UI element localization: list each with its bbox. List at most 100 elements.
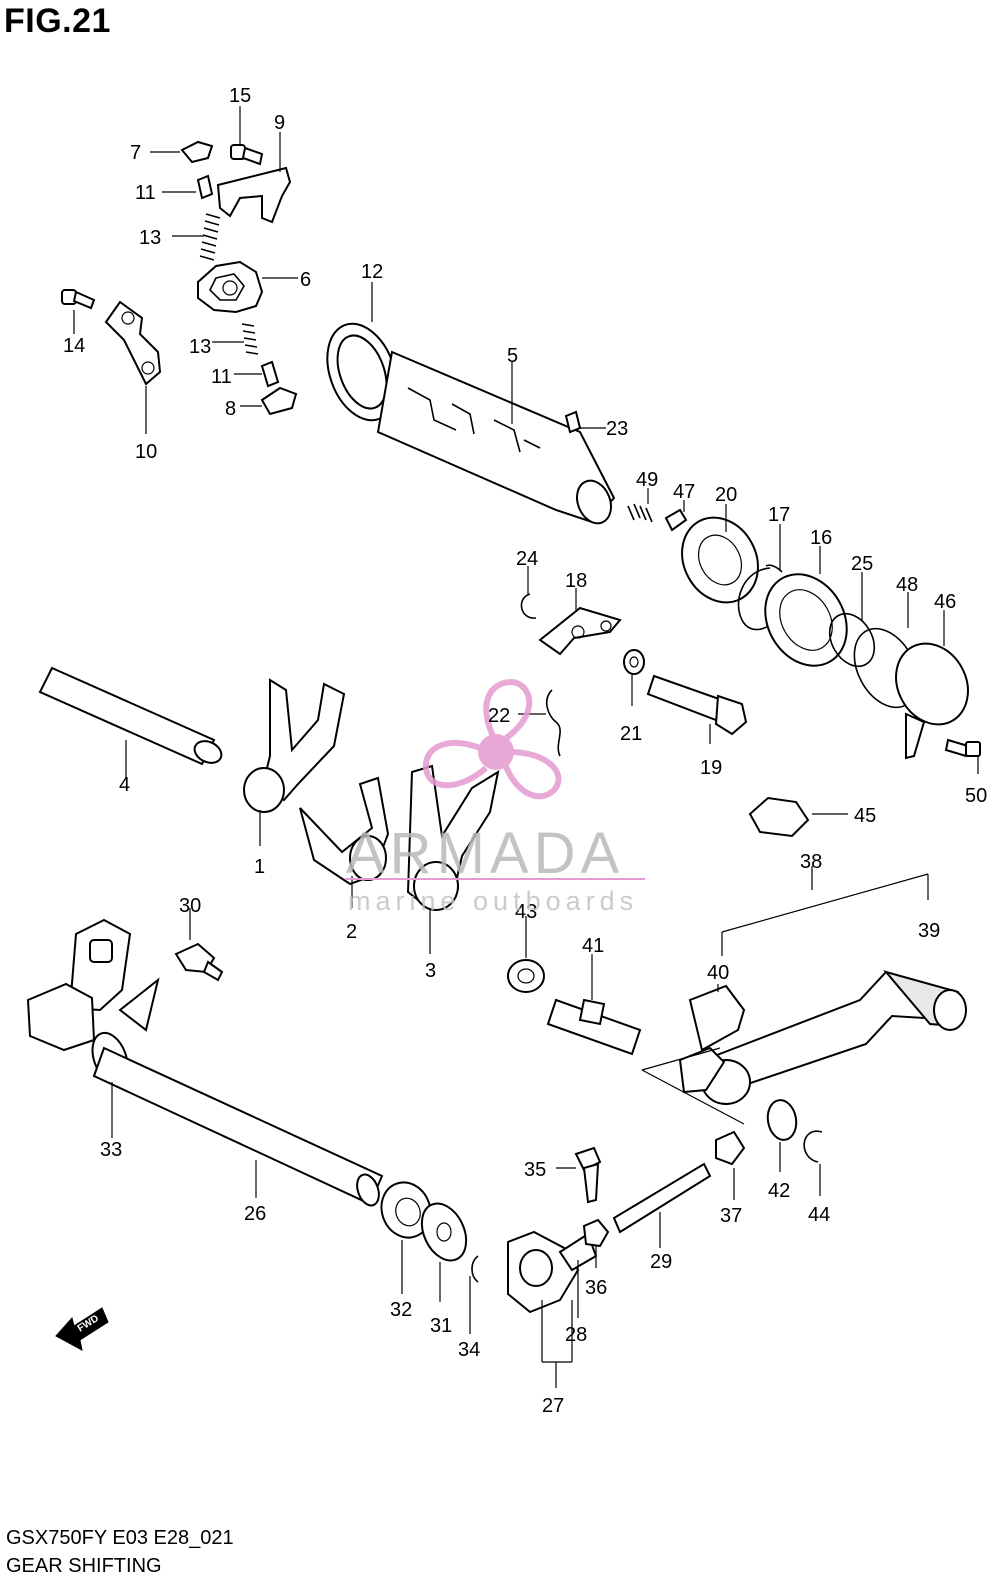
label-part-5: 5 [507, 345, 518, 367]
label-part-16: 16 [810, 527, 832, 549]
label-part-26: 26 [244, 1203, 266, 1225]
part-washer-42 [766, 1099, 798, 1141]
part-circlip-24 [520, 593, 537, 619]
part-spring-22 [545, 689, 561, 757]
part-washer-31 [420, 1202, 468, 1262]
part-shift-fork-2 [299, 776, 390, 886]
label-part-33: 33 [100, 1139, 122, 1161]
label-part-20: 20 [715, 484, 737, 506]
part-cam-driven-gear-6 [197, 260, 264, 314]
label-part-35: 35 [524, 1159, 546, 1181]
part-gearshift-lever-39 [702, 970, 967, 1092]
label-part-23: 23 [606, 418, 628, 440]
part-spring-49 [627, 503, 653, 523]
watermark-propeller-icon [422, 678, 562, 800]
part-pin-11-bottom [260, 360, 280, 388]
part-stopper-plate-7 [180, 140, 214, 164]
label-part-37: 37 [720, 1205, 742, 1227]
label-part-10: 10 [135, 441, 157, 463]
part-shift-shaft-26 [92, 1046, 384, 1207]
part-circlip-44 [803, 1130, 823, 1163]
part-guide-20 [681, 516, 759, 604]
label-part-39: 39 [918, 920, 940, 942]
label-part-36: 36 [585, 1277, 607, 1299]
part-spring-13-top [199, 213, 221, 261]
label-part-32: 32 [390, 1299, 412, 1321]
label-part-44: 44 [808, 1204, 830, 1226]
diagram-code: GSX750FY E03 E28_021 [6, 1527, 234, 1549]
part-stopper-45 [748, 796, 810, 838]
part-lever-boss-40 [678, 984, 751, 1105]
label-part-18: 18 [565, 570, 587, 592]
label-part-27: 27 [542, 1395, 564, 1417]
watermark-brand: ARMADA [346, 821, 625, 886]
part-cam-guide-18 [538, 606, 622, 656]
label-part-48: 48 [896, 574, 918, 596]
label-part-22: 22 [488, 705, 510, 727]
label-part-15: 15 [229, 85, 251, 107]
label-part-50: 50 [965, 785, 987, 807]
label-part-41: 41 [582, 935, 604, 957]
fwd-arrow-icon: FWD [55, 1307, 109, 1351]
part-bolt-30 [174, 942, 224, 982]
label-part-8: 8 [225, 398, 236, 420]
part-plate-9 [216, 166, 292, 224]
leader-lines [73, 106, 979, 1388]
label-part-19: 19 [700, 757, 722, 779]
part-gearshift-cam-5 [376, 350, 616, 525]
label-part-6: 6 [300, 269, 311, 291]
part-pivot-bolt-41 [546, 998, 642, 1056]
part-bolt-15 [230, 144, 264, 166]
label-part-13-bottom: 13 [189, 336, 211, 358]
part-pin-47 [664, 508, 688, 532]
part-number-labels: 7 15 9 11 13 6 14 13 11 8 10 12 5 23 49 … [63, 85, 987, 1417]
part-circlip-34 [471, 1255, 479, 1283]
part-shift-arm-assembly [26, 918, 160, 1052]
part-bearing-12 [326, 322, 398, 422]
part-pin-11-top [196, 174, 214, 200]
lever-assembly-outline [641, 1047, 745, 1125]
part-stopper-plate-8 [260, 386, 298, 416]
label-part-4: 4 [119, 774, 130, 796]
label-part-40: 40 [707, 962, 729, 984]
part-nut-36 [582, 1218, 610, 1248]
label-part-38: 38 [800, 851, 822, 873]
label-part-3: 3 [425, 960, 436, 982]
label-part-11-top: 11 [135, 182, 156, 204]
label-part-9: 9 [274, 112, 285, 134]
part-shift-fork-3 [406, 764, 500, 911]
part-fork-shaft-4 [38, 666, 223, 766]
figure-title: FIG.21 [4, 2, 111, 40]
part-spring-13-bottom [241, 323, 259, 355]
label-part-25: 25 [851, 553, 873, 575]
part-bushing-43 [507, 959, 545, 993]
diagram-title: GEAR SHIFTING [6, 1555, 162, 1577]
label-part-17: 17 [768, 504, 790, 526]
part-nut-37 [715, 1130, 746, 1166]
part-bolt-19 [646, 674, 748, 736]
part-bearing-16 [764, 573, 848, 667]
label-part-12: 12 [361, 261, 383, 283]
label-part-49: 49 [636, 469, 658, 491]
part-stopper-10 [104, 300, 162, 386]
watermark-divider [345, 878, 645, 880]
label-part-29: 29 [650, 1251, 672, 1273]
label-part-30: 30 [179, 895, 201, 917]
label-part-11-bottom: 11 [211, 366, 232, 388]
part-washer-21 [623, 649, 645, 675]
label-part-13-top: 13 [139, 227, 161, 249]
label-part-1: 1 [254, 856, 265, 878]
label-part-21: 21 [620, 723, 642, 745]
part-bolt-14 [61, 289, 96, 310]
part-shift-fork-1 [243, 678, 346, 813]
label-part-43: 43 [515, 901, 537, 923]
label-part-34: 34 [458, 1339, 480, 1361]
label-part-45: 45 [854, 805, 876, 827]
label-part-2: 2 [346, 921, 357, 943]
label-part-14: 14 [63, 335, 85, 357]
part-tie-rod-29 [612, 1162, 712, 1234]
label-part-31: 31 [430, 1315, 452, 1337]
part-bolt-50 [944, 738, 981, 758]
watermark-tagline: marine outboards [348, 886, 639, 916]
